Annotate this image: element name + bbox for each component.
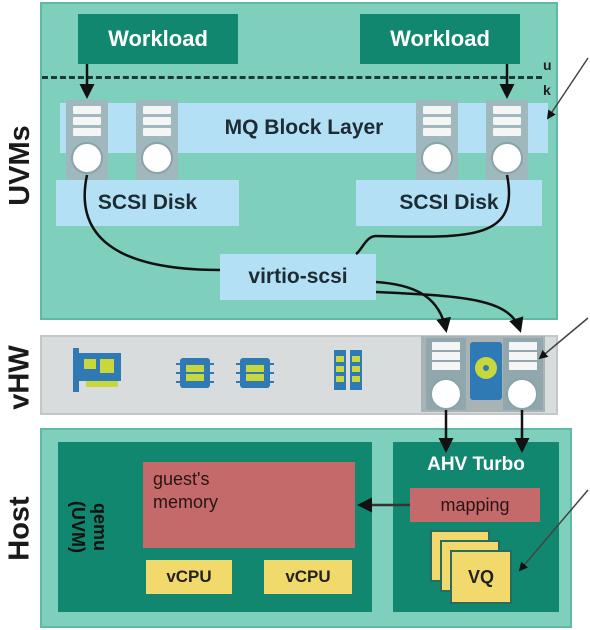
user-kernel-boundary xyxy=(42,76,542,79)
vcpu-right: vCPU xyxy=(264,560,352,594)
queue-stack-2 xyxy=(136,100,178,182)
user-space-label: u xyxy=(543,57,552,73)
workload-box-right: Workload xyxy=(360,14,520,64)
curve-disk-right-to-virtio xyxy=(355,174,511,256)
scsi-disk-left: SCSI Disk xyxy=(56,180,239,226)
scsi-disk-right: SCSI Disk xyxy=(356,180,542,226)
curve-disk-left-to-virtio xyxy=(83,174,221,272)
virtio-scsi-box: virtio-scsi xyxy=(220,254,376,300)
queue-stack-1 xyxy=(66,100,108,182)
workload-box-left: Workload xyxy=(78,14,238,64)
vcpu-left: vCPU xyxy=(146,560,232,594)
arrow-virtio-to-vhw-1 xyxy=(375,280,451,333)
queue-stack-4 xyxy=(486,100,528,182)
guest-memory-line1: guest's xyxy=(153,469,210,489)
mapping-box: mapping xyxy=(410,488,540,522)
chip-icon xyxy=(176,358,214,388)
pci-card-icon xyxy=(73,348,121,392)
guest-memory-box: guest's memory xyxy=(143,462,355,548)
guest-memory-line2: memory xyxy=(153,492,219,512)
kernel-space-label: k xyxy=(543,82,551,98)
ahv-turbo-label: AHV Turbo xyxy=(427,454,525,475)
callout-line-middle xyxy=(538,317,589,360)
chip-icon xyxy=(236,358,274,388)
callout-line-top xyxy=(547,57,589,120)
memory-module-icon xyxy=(334,350,362,390)
callout-line-bottom xyxy=(518,489,589,572)
arrow-virtio-to-vhw-2 xyxy=(375,290,524,333)
hard-disk-icon xyxy=(470,342,502,400)
queue-stack-3 xyxy=(416,100,458,182)
vq-card-front: VQ xyxy=(450,550,512,604)
